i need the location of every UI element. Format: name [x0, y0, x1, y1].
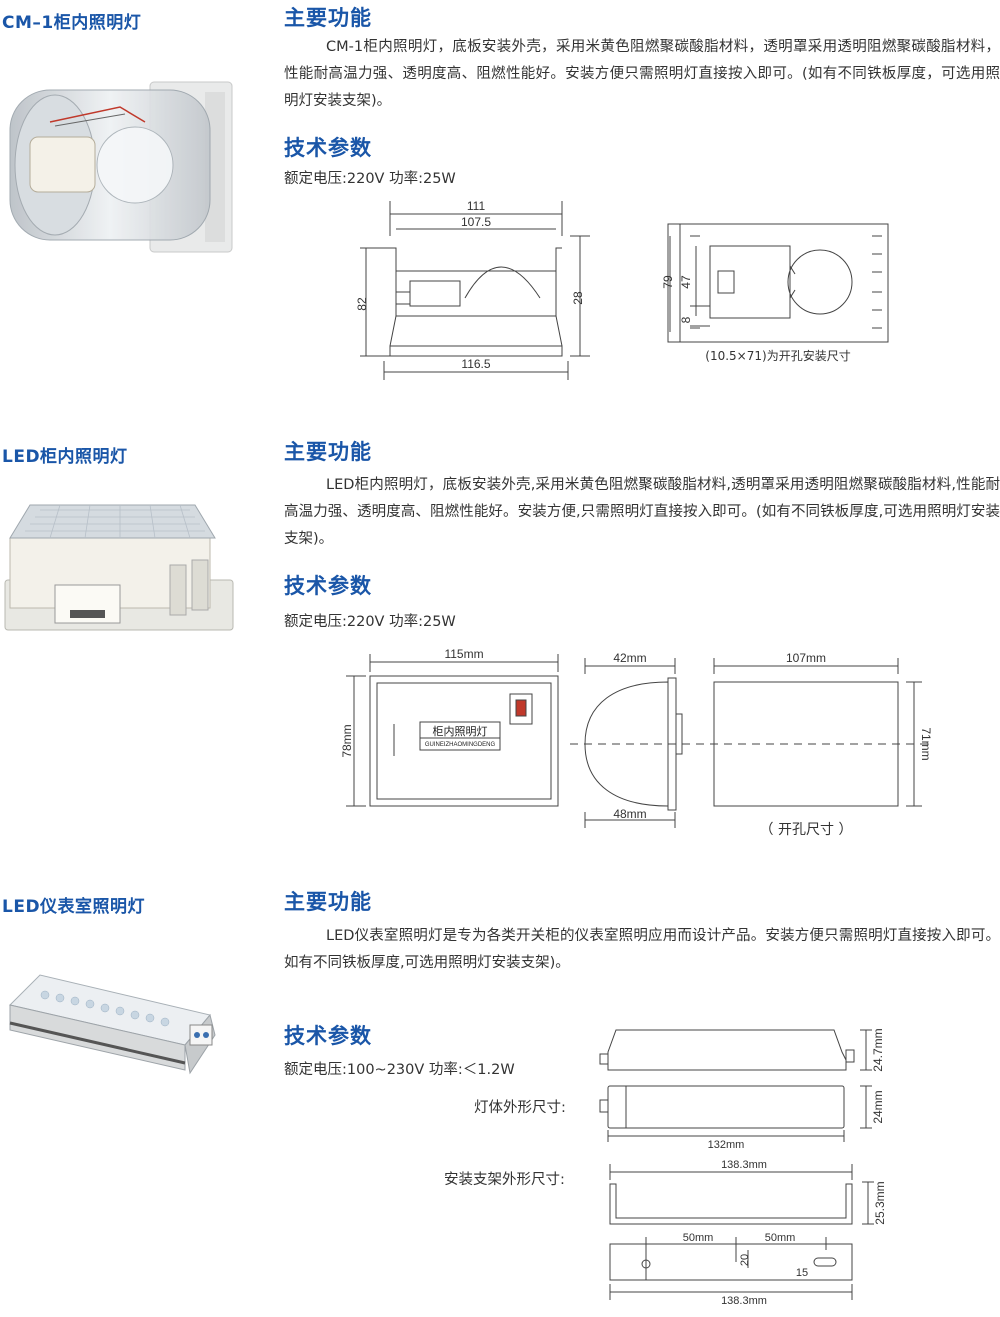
led-instrument-lamp-photo: [9, 974, 216, 1075]
led-cabinet-lamp-photo: [4, 504, 234, 631]
dim-71mm: 71mm: [919, 727, 933, 760]
dim-25-3mm: 25.3mm: [873, 1181, 887, 1224]
features-heading-3: 主要功能: [284, 890, 372, 914]
dim-107mm: 107mm: [786, 651, 826, 665]
features-heading-1: 主要功能: [284, 6, 372, 30]
dim-132mm: 132mm: [708, 1139, 745, 1151]
features-text-3: LED仪表室照明灯是专为各类开关柜的仪表室照明应用而设计产品。安装方便只需照明灯…: [284, 928, 1000, 971]
dim-115mm: 115mm: [444, 647, 483, 661]
bracket-dimension-label: 安装支架外形尺寸:: [444, 1172, 565, 1188]
led-cabinet-dimension-drawing: 115mm 78mm 柜内照明灯 GUINEIZHAOMINGDENG 42mm…: [340, 647, 933, 838]
dim-138-3mm-bottom: 138.3mm: [721, 1295, 767, 1307]
product-title-led-instrument: LED仪表室照明灯: [2, 897, 146, 917]
specs-heading-2: 技术参数: [284, 574, 372, 598]
dim-28: 28: [571, 291, 585, 305]
dim-116-5: 116.5: [461, 357, 490, 371]
dim-79: 79: [661, 275, 675, 289]
dim-111: 111: [467, 199, 486, 213]
dim-138-3mm-top: 138.3mm: [721, 1159, 767, 1171]
specs-text-2: 额定电压:220V 功率:25W: [284, 614, 456, 630]
cm1-lamp-photo: [9, 81, 233, 253]
dim-50mm-right: 50mm: [765, 1232, 796, 1244]
cm1-dimension-drawing: 111 107.5 82 28 116.5 79 47 8 (10.5×71)为…: [355, 199, 889, 380]
specs-text-3: 额定电压:100~230V 功率:＜1.2W: [284, 1062, 515, 1078]
dim-20: 20: [739, 1254, 751, 1266]
features-text-1: CM-1柜内照明灯，底板安装外壳，采用米黄色阻燃聚碳酸脂材料，透明罩采用透明阻燃…: [284, 39, 1000, 109]
dim-50mm-left: 50mm: [683, 1232, 714, 1244]
features-heading-2: 主要功能: [284, 440, 372, 464]
front-label-cn: 柜内照明灯: [433, 724, 488, 738]
led-instrument-dimension-drawing: 24.7mm 24mm 132mm 138.3mm 25.3mm 50mm 50…: [599, 1028, 887, 1307]
product-title-led-cabinet: LED柜内照明灯: [2, 447, 128, 467]
specs-text-1: 额定电压:220V 功率:25W: [284, 171, 456, 187]
dim-15: 15: [796, 1267, 808, 1279]
dim-107-5: 107.5: [461, 215, 491, 229]
cm1-cutout-note: (10.5×71)为开孔安装尺寸: [705, 348, 850, 363]
specs-heading-3: 技术参数: [284, 1024, 372, 1048]
dim-78mm: 78mm: [340, 724, 354, 757]
dim-48mm: 48mm: [613, 807, 646, 821]
dim-8: 8: [679, 316, 693, 323]
dim-24mm: 24mm: [871, 1090, 885, 1123]
body-dimension-label: 灯体外形尺寸:: [474, 1100, 566, 1116]
specs-heading-1: 技术参数: [284, 136, 372, 160]
front-label-pinyin: GUINEIZHAOMINGDENG: [425, 742, 496, 748]
dim-24-7mm: 24.7mm: [871, 1028, 885, 1071]
dim-42mm: 42mm: [613, 651, 646, 665]
dim-47: 47: [679, 275, 693, 289]
dim-82: 82: [355, 297, 369, 311]
led-cutout-note: （ 开孔尺寸 ）: [760, 822, 853, 838]
features-text-2: LED柜内照明灯，底板安装外壳,采用米黄色阻燃聚碳酸脂材料,透明罩采用透明阻燃聚…: [284, 477, 1000, 547]
product-title-cm1: CM–1柜内照明灯: [2, 13, 142, 33]
